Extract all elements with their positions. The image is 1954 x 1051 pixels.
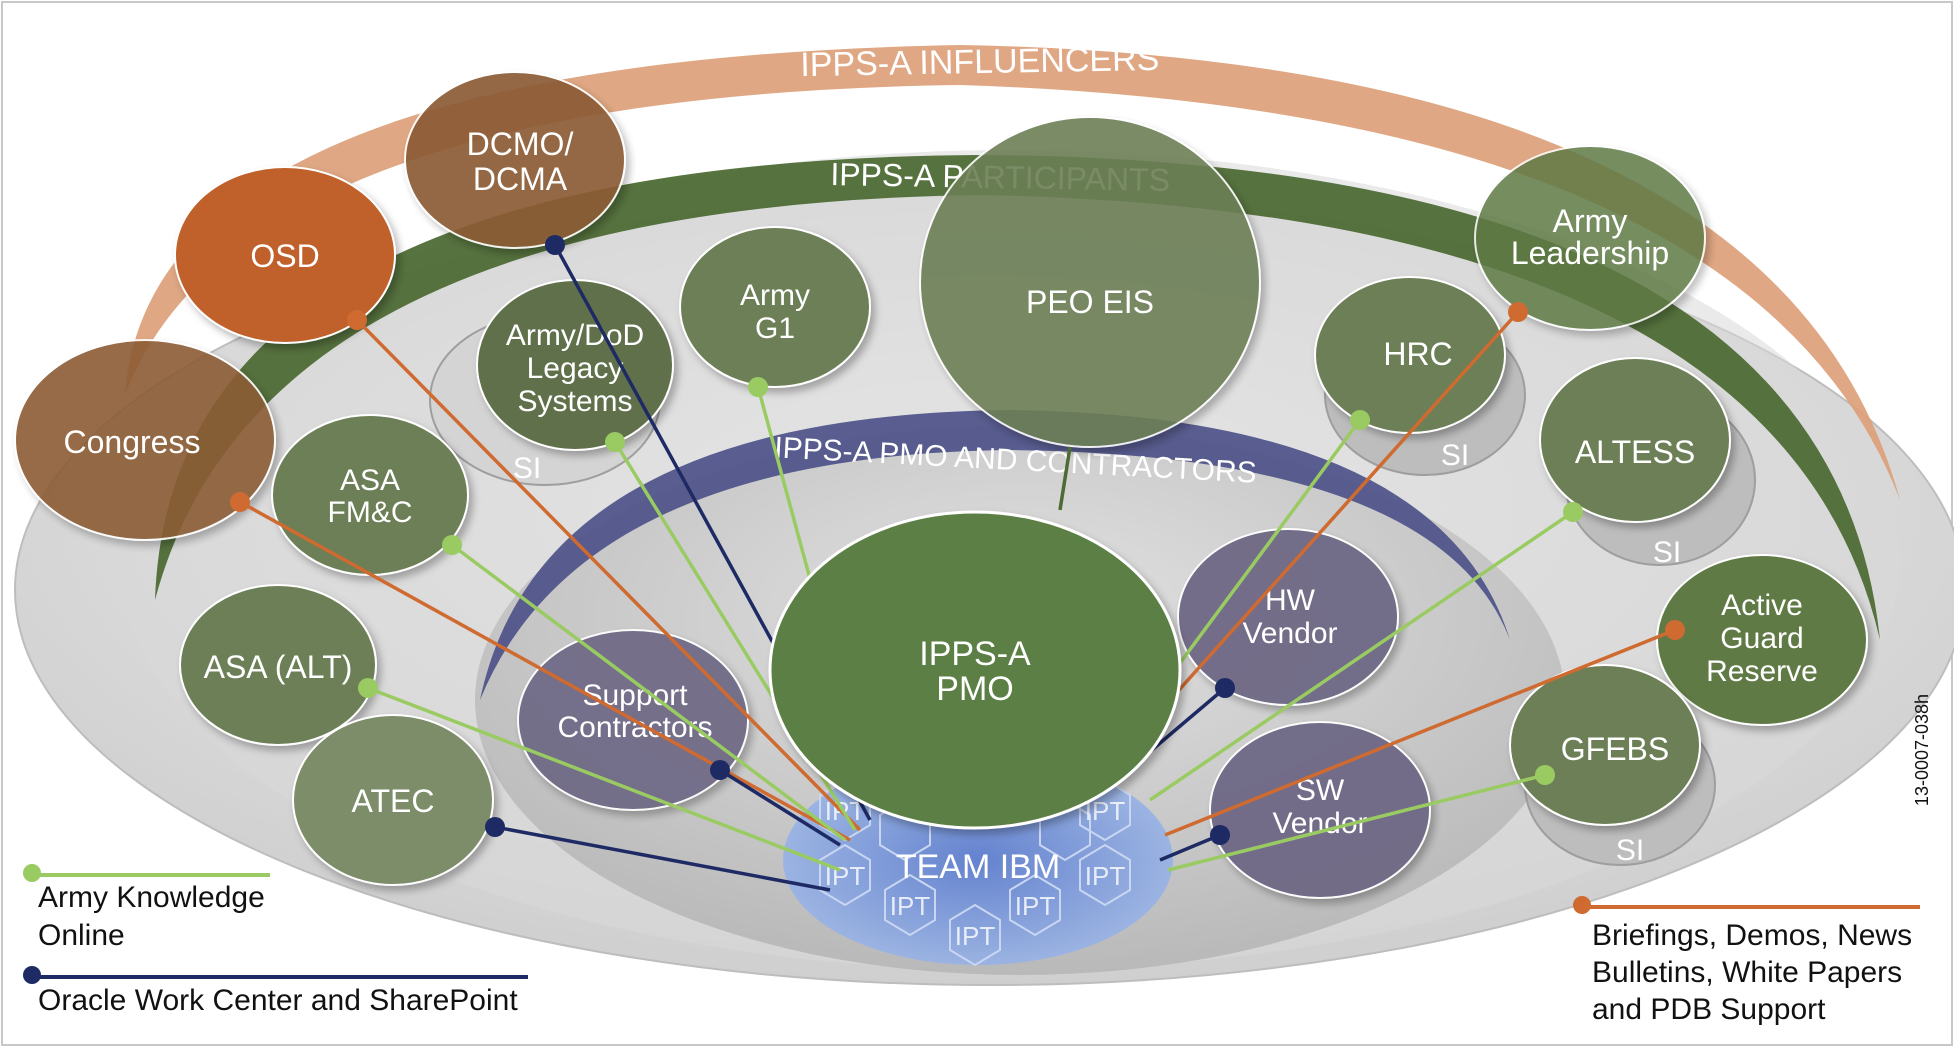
- ipt-label: IPT: [890, 891, 931, 921]
- legend: Army Knowledge Online Oracle Work Center…: [23, 864, 1920, 1026]
- hrc-to-pmo-line: [1158, 418, 1362, 692]
- hw-vendor-dot: [1215, 678, 1235, 698]
- asa-alt-dot: [358, 678, 378, 698]
- army-g1-dot: [748, 377, 768, 397]
- army-g1-label-line1: Army: [740, 279, 810, 312]
- altess-to-ibm-line: [1149, 510, 1574, 802]
- hrc-label: HRC: [1383, 336, 1452, 372]
- hrc-dot: [1350, 410, 1370, 430]
- ipt-hexagon: [884, 873, 936, 937]
- altess-dot: [1563, 502, 1583, 522]
- sw-vendor-dot: [1210, 825, 1230, 845]
- extra-si-label: SI: [1744, 839, 1772, 872]
- congress-node: [14, 339, 276, 541]
- support-dot: [710, 760, 730, 780]
- dcmo-label-line1: DCMO/: [467, 126, 574, 162]
- gfebs-to-ibm-line: [1167, 773, 1546, 872]
- pmo-band: [480, 410, 1510, 700]
- doc-id: 13-0007-038h: [1912, 694, 1932, 806]
- asa-fmc-label-line2: FM&C: [328, 496, 413, 529]
- gfebs-dot: [1535, 765, 1555, 785]
- army-g1-label-line2: G1: [755, 312, 795, 345]
- team-ibm-label: TEAM IBM: [896, 848, 1060, 886]
- legend-briefings-label-line2: Bulletins, White Papers: [1592, 956, 1902, 989]
- ipt-label: IPT: [1085, 861, 1126, 891]
- ipt-hexagon: [819, 843, 871, 907]
- ipt-hexagons: [819, 778, 1131, 967]
- osd-to-ibm-line: [355, 318, 862, 832]
- army-leadership-to-pmo-line: [1168, 310, 1520, 702]
- asa-alt-label: ASA (ALT): [204, 649, 353, 685]
- connector-dots: [230, 235, 1685, 845]
- legacy-label-line3: Systems: [517, 385, 632, 418]
- sw-vendor-to-ibm-line: [1159, 833, 1221, 862]
- ippsa-pmo-node: [768, 510, 1182, 830]
- ipt-label: IPT: [1015, 891, 1056, 921]
- atec-to-ibm-line: [494, 825, 831, 892]
- sw-vendor-node: [1209, 721, 1431, 899]
- legacy-label-line1: Army/DoD: [506, 319, 644, 352]
- ipt-hexagon: [1009, 873, 1061, 937]
- atec-node: [292, 714, 494, 886]
- dcmo-dot: [545, 235, 565, 255]
- osd-label: OSD: [250, 238, 319, 274]
- gfebs-si-label: SI: [1616, 834, 1644, 867]
- peo-eis-node: [919, 116, 1261, 448]
- legend-ako-label-line2: Online: [38, 919, 125, 952]
- asa-fmc-label-line1: ASA: [340, 464, 400, 497]
- army-g1-node: [679, 226, 871, 388]
- army-leadership-label-line2: Leadership: [1511, 235, 1669, 271]
- legacy-label-line2: Legacy: [527, 352, 624, 385]
- influencers-band-label: IPPS-A INFLUENCERS: [800, 40, 1160, 84]
- dcmo-dcma-node: [404, 71, 626, 249]
- active-guard-reserve-node: [1656, 554, 1868, 726]
- gfebs-node: [1509, 664, 1701, 826]
- congress-dot: [230, 492, 250, 512]
- army-leadership-node: [1474, 145, 1706, 331]
- atec-dot: [485, 817, 505, 837]
- legacy-si-label: SI: [513, 452, 541, 485]
- army-leadership-label-line1: Army: [1553, 203, 1628, 239]
- hw-vendor-label-line1: HW: [1265, 584, 1316, 617]
- ipt-label: IPT: [955, 921, 996, 951]
- asa-alt-node: [179, 584, 377, 746]
- congress-to-ibm-line: [239, 500, 851, 842]
- atec-label: ATEC: [352, 783, 435, 819]
- agr-label-line3: Reserve: [1706, 655, 1818, 688]
- legend-briefings-label-line1: Briefings, Demos, News: [1592, 919, 1912, 952]
- legend-briefings-label-line3: and PDB Support: [1592, 993, 1826, 1026]
- hw-vendor-label-line2: Vendor: [1242, 617, 1337, 650]
- hrc-si-label: SI: [1441, 439, 1469, 472]
- altess-node: [1539, 357, 1731, 523]
- gfebs-label: GFEBS: [1561, 731, 1669, 767]
- support-contractors-label-line2: Contractors: [557, 711, 712, 744]
- agr-dot: [1665, 620, 1685, 640]
- army-leadership-dot: [1508, 302, 1528, 322]
- ipt-hexagon: [1079, 843, 1131, 907]
- legacy-dot: [605, 432, 625, 452]
- altess-si-label: SI: [1653, 536, 1681, 569]
- asa-fmc-dot: [442, 535, 462, 555]
- legend-ako-label-line1: Army Knowledge: [38, 881, 265, 914]
- ippsa-pmo-label-line1: IPPS-A: [919, 635, 1031, 673]
- support-to-ibm-line: [719, 768, 841, 847]
- asa-alt-to-ibm-line: [367, 686, 841, 872]
- peo-eis-to-pmo-line: [1058, 446, 1072, 511]
- congress-label: Congress: [64, 424, 201, 460]
- osd-dot: [347, 310, 367, 330]
- ipt-hexagon: [949, 903, 1001, 967]
- asa-fmc-to-ibm-line: [450, 543, 847, 842]
- ippsa-pmo-label-line2: PMO: [936, 670, 1013, 708]
- osd-node: [174, 166, 396, 344]
- agr-label-line1: Active: [1721, 589, 1803, 622]
- legend-oracle-label: Oracle Work Center and SharePoint: [38, 984, 518, 1017]
- peo-eis-label: PEO EIS: [1026, 284, 1154, 320]
- agr-to-ibm-line: [1164, 628, 1676, 837]
- altess-label: ALTESS: [1575, 434, 1695, 470]
- dcmo-label-line2: DCMA: [473, 161, 568, 197]
- agr-label-line2: Guard: [1720, 622, 1803, 655]
